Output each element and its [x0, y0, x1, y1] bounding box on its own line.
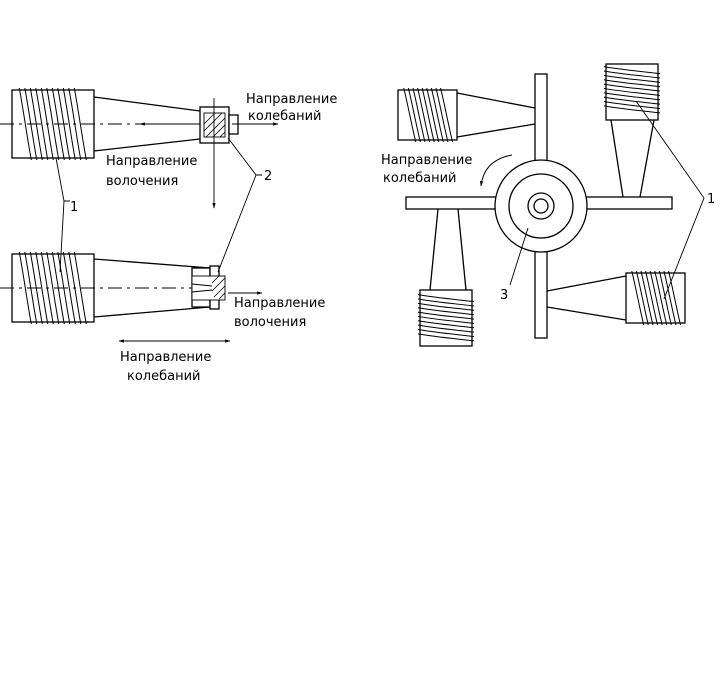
top-transducer	[0, 87, 239, 161]
osc-arrow-right-curved	[479, 154, 513, 187]
label-osc-dir-right: Направление колебаний	[381, 153, 477, 186]
label-osc-dir-top: Направление колебаний	[246, 92, 342, 124]
label-draw-dir-bottom: Направление волочения	[234, 296, 330, 330]
bottom-transducer	[0, 251, 226, 325]
label-osc-dir-bottom: Направление колебаний	[120, 350, 216, 384]
right-transducer-top-right	[603, 63, 661, 198]
top-die-hatch	[203, 112, 226, 138]
right-transducer-bottom-right	[546, 270, 686, 326]
callout-2: 2	[264, 169, 272, 184]
bottom-die-hatch	[211, 275, 226, 300]
callout-1-left: 1	[70, 200, 78, 215]
leader-2	[217, 137, 262, 273]
leader-1-right	[635, 100, 705, 300]
callout-1-right: 1	[707, 192, 715, 207]
right-transducer-bottom-left	[417, 208, 475, 347]
callout-3: 3	[500, 288, 508, 303]
label-draw-dir-top: Направление волочения	[106, 154, 202, 189]
leader-3	[509, 227, 529, 286]
central-hub	[494, 159, 588, 253]
right-transducer-upper-left	[397, 87, 536, 143]
leader-1-left	[55, 157, 70, 273]
